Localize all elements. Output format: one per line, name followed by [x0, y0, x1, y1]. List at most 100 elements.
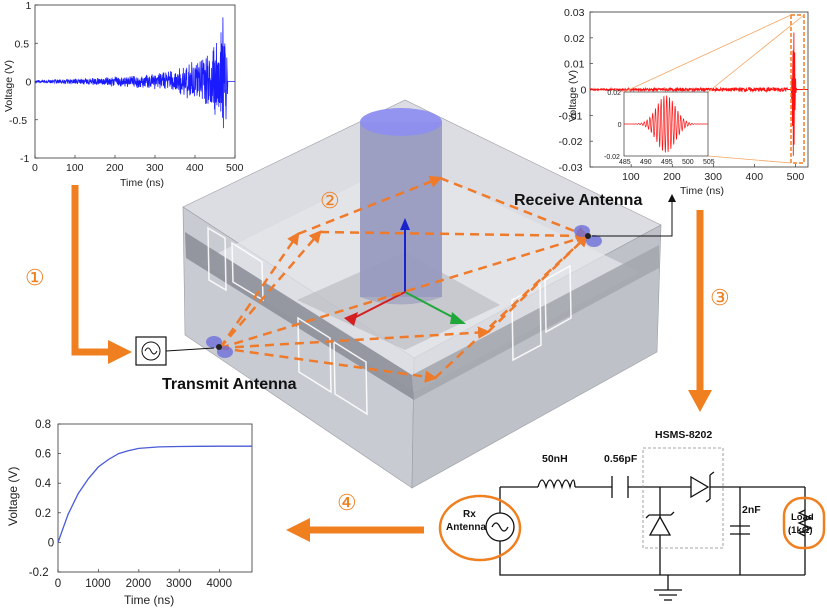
interior-wall-band — [185, 232, 414, 400]
load-voltage-curve — [58, 445, 252, 543]
zoom-region-box — [790, 14, 805, 164]
receive-inset-ticks: 485 490 495 500 505 0.02 0 -0.02 — [604, 90, 715, 166]
load-highlight — [782, 496, 826, 550]
load-label-line1: Load — [791, 512, 814, 523]
y-tick-label: 0.02 — [564, 33, 585, 45]
y-tick-label: 0 — [48, 537, 54, 549]
transmit-plot-xlabel: Time (ns) — [120, 177, 164, 189]
x-tick-label: 500 — [787, 171, 805, 183]
y-tick-label: 0.4 — [35, 478, 52, 490]
inset-y-tick-label: 0 — [618, 122, 622, 129]
x-tick-label: 2000 — [126, 578, 152, 590]
ground-symbol — [654, 589, 682, 601]
x-tick-label: 400 — [186, 162, 204, 174]
transmit-antenna-model — [206, 336, 233, 358]
zoom-connector-3 — [707, 155, 792, 164]
step-1-label: ① — [25, 265, 45, 290]
inset-x-tick-label: 500 — [682, 159, 694, 166]
step-2-label: ② — [320, 188, 340, 213]
receive-waveform — [590, 32, 808, 156]
y-tick-label: 0 — [26, 77, 32, 89]
diode-part-label: HSMS-8202 — [655, 429, 712, 441]
arrow-step-3-head — [688, 390, 712, 412]
transmit-plot-ylabel: Voltage (V) — [3, 60, 15, 112]
x-tick-label: 1000 — [85, 578, 111, 590]
pillar-shadow — [360, 122, 442, 305]
shunt-cap-label: 2nF — [742, 504, 761, 516]
signal-source — [135, 336, 215, 366]
receive-inset-waveform — [624, 95, 708, 153]
inset-x-tick-label: 495 — [661, 159, 673, 166]
arrow-step-4-head — [286, 518, 310, 542]
rectifier-circuit — [485, 471, 813, 601]
zoom-connector-1 — [623, 14, 792, 93]
zoom-connector-2 — [707, 14, 805, 93]
inductor-label: 50nH — [542, 453, 568, 465]
y-tick-label: 0.8 — [35, 419, 51, 431]
x-tick-label: 200 — [106, 162, 124, 174]
rx-antenna-highlight — [438, 494, 522, 562]
y-tick-label: 0 — [581, 85, 587, 97]
x-tick-label: 0 — [32, 162, 38, 174]
step-labels: ① ② ③ ④ — [25, 188, 730, 515]
load-plot-frame — [57, 423, 253, 573]
y-tick-label: -0.5 — [9, 115, 27, 127]
interior-wall-band-right — [412, 245, 659, 400]
inset-x-tick-label: 490 — [640, 159, 652, 166]
load-resistor — [797, 509, 813, 537]
rx-label-line2: Antenna — [446, 522, 486, 533]
x-tick-label: 0 — [55, 578, 61, 590]
y-tick-label: 1 — [26, 0, 32, 12]
coordinate-axes — [344, 218, 466, 326]
x-tick-label: 4000 — [206, 578, 232, 590]
circuit-labels: 50nH 0.56pF HSMS-8202 2nF Rx Antenna Loa… — [446, 429, 814, 536]
x-tick-label: 200 — [663, 171, 681, 183]
inset-y-tick-label: -0.02 — [604, 154, 620, 161]
y-tick-label: 0.5 — [15, 38, 30, 50]
load-plot-ylabel: Voltage (V) — [6, 467, 20, 526]
window-frames — [207, 226, 572, 416]
x-tick-label: 100 — [622, 171, 640, 183]
receive-plot-xlabel: Time (ns) — [680, 185, 724, 197]
transmit-antenna-label: Transmit Antenna — [162, 376, 297, 393]
x-tick-label: 3000 — [166, 578, 192, 590]
y-tick-label: -0.02 — [559, 136, 583, 148]
y-tick-label: -0.03 — [559, 162, 583, 174]
y-tick-label: -0.2 — [29, 567, 49, 579]
receive-antenna-label: Receive Antenna — [514, 192, 642, 209]
y-tick-label: 0.2 — [35, 508, 51, 520]
load-plot-xlabel: Time (ns) — [124, 593, 174, 607]
inset-y-tick-label: 0.02 — [607, 90, 621, 97]
receive-antenna-leader — [592, 198, 673, 237]
capacitor-label: 0.56pF — [604, 453, 638, 465]
shunt-diode — [648, 515, 672, 536]
y-tick-label: -0.01 — [559, 110, 583, 122]
inset-x-tick-label: 485 — [619, 159, 631, 166]
load-voltage-plot: 0 1000 2000 3000 4000 0.8 0.6 0.4 0.2 0 -0.2 Time … — [6, 419, 253, 607]
arrow-step-1-head — [108, 340, 132, 364]
transmit-waveform — [35, 17, 235, 129]
step-3-label: ③ — [710, 285, 730, 310]
arrow-step-1 — [71, 185, 112, 356]
building-model — [182, 99, 662, 489]
y-tick-label: 0.6 — [35, 449, 51, 461]
diode-package-box — [642, 447, 724, 549]
receive-antenna-model — [574, 225, 602, 247]
load-label-line2: (1kΩ) — [788, 525, 813, 536]
x-tick-label: 300 — [146, 162, 164, 174]
x-tick-label: 100 — [66, 162, 84, 174]
pillar-top — [360, 108, 442, 136]
flow-arrows — [71, 185, 712, 542]
load-plot-ticks: 0 1000 2000 3000 4000 0.8 0.6 0.4 0.2 0 -0.2 — [29, 419, 232, 590]
y-tick-label: 0.01 — [564, 59, 585, 71]
propagation-rays — [218, 175, 590, 383]
y-tick-label: -1 — [20, 153, 29, 165]
x-tick-label: 300 — [704, 171, 722, 183]
inset-x-tick-label: 505 — [703, 159, 715, 166]
